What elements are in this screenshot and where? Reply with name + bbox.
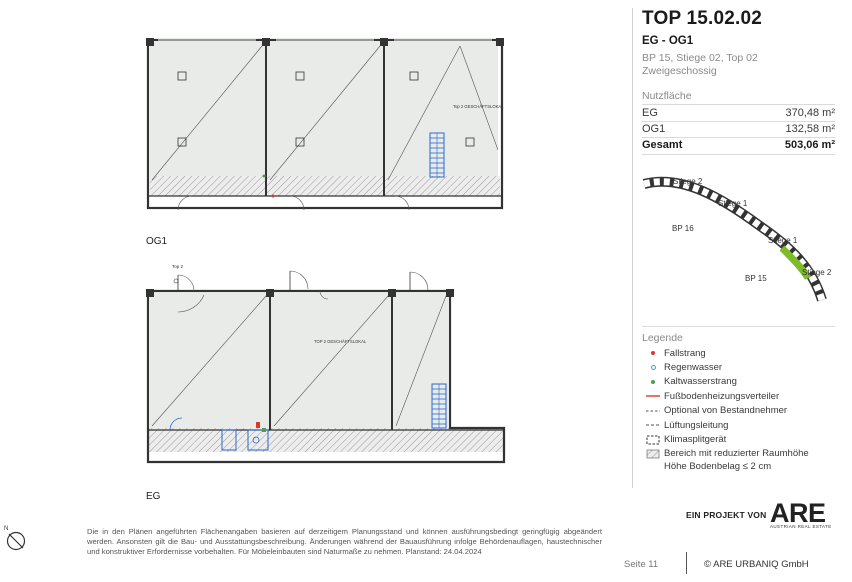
area-label: Gesamt (642, 139, 683, 151)
legend-item: Lüftungsleitung (642, 418, 842, 432)
blue-ring-icon (650, 365, 656, 371)
unit-description: BP 15, Stiege 02, Top 02 Zweigeschossig (642, 52, 758, 78)
unit-location: BP 15, Stiege 02, Top 02 (642, 52, 758, 64)
legend-divider (642, 326, 835, 327)
red-line-icon (646, 395, 660, 398)
legend-item: Fußbodenheizungsverteiler (642, 389, 842, 403)
legend-item: Bereich mit reduzierter Raumhöhe (642, 447, 842, 461)
vertical-divider (632, 8, 633, 488)
legend-label: Klimasplitgerät (664, 434, 727, 446)
legend-heading: Legende (642, 332, 683, 344)
keymap-label: Stiege 2 (673, 177, 703, 186)
area-value: 132,58 m² (785, 123, 835, 135)
branding-tagline: EIN PROJEKT VON (686, 510, 767, 520)
copyright-text: © ARE URBANIQ GmbH (704, 559, 809, 570)
og1-plan (146, 38, 504, 211)
area-label: EG (642, 107, 658, 119)
eg-plan: Top 2 (146, 264, 506, 464)
eg-sanitary-icon (169, 417, 269, 451)
are-logo-subtitle: AUSTRIAN REAL ESTATE (770, 524, 832, 529)
legend-item: Kaltwasserstrang (642, 375, 842, 389)
area-row-eg: EG 370,48 m² (642, 107, 835, 119)
legend-item: Regenwasser (642, 360, 842, 374)
og1-room-label: Top 2 GESCHÄFTSLOKAL (453, 104, 504, 109)
legend-list: Fallstrang Regenwasser Kaltwasserstrang … (642, 346, 842, 475)
site-key-map: Stiege 2 Stiege 1 BP 16 Stiege 1 BP 15 S… (642, 168, 842, 308)
key-map-graphic (642, 176, 827, 302)
og1-stair-icon (429, 132, 445, 178)
red-dot-icon (651, 351, 655, 356)
area-value: 370,48 m² (785, 107, 835, 119)
area-row-total: Gesamt 503,06 m² (642, 139, 835, 151)
legend-note: Höhe Bodenbelag ≤ 2 cm (664, 461, 772, 473)
keymap-label: Stiege 2 (802, 268, 832, 277)
footer-divider (686, 552, 687, 574)
area-divider (642, 137, 835, 138)
unit-title: TOP 15.02.02 (642, 8, 763, 29)
legend-label: Optional von Bestandnehmer (664, 405, 788, 417)
area-row-og1: OG1 132,58 m² (642, 123, 835, 135)
eg-stair-icon (431, 383, 447, 429)
hatch-icon (646, 449, 660, 459)
legend-label: Fußbodenheizungsverteiler (664, 390, 780, 402)
dashed-line-icon (646, 410, 660, 412)
info-panel: TOP 15.02.02 EG - OG1 BP 15, Stiege 02, … (642, 0, 842, 529)
keymap-label: BP 15 (745, 274, 767, 283)
area-label: OG1 (642, 123, 666, 135)
disclaimer-text: Die in den Plänen angeführten Flächenang… (87, 527, 602, 556)
legend-item: Fallstrang (642, 346, 842, 360)
area-divider (642, 154, 835, 155)
eg-room-label: TOP 2 GESCHÄFTSLOKAL (314, 339, 367, 344)
area-value: 503,06 m² (784, 139, 835, 151)
legend-label: Bereich mit reduzierter Raumhöhe (664, 448, 809, 460)
area-divider (642, 104, 835, 105)
page-number: Seite 11 (624, 559, 659, 570)
floor-plan-drawing: Top 2 (146, 38, 506, 464)
og1-floor-label: OG1 (146, 236, 168, 247)
are-branding: EIN PROJEKT VON ARE AUSTRIAN REAL ESTATE (642, 498, 842, 529)
dashed-box-icon (646, 435, 660, 445)
green-dot-icon (651, 379, 655, 384)
unit-type: Zweigeschossig (642, 65, 717, 77)
legend-label: Kaltwasserstrang (664, 376, 737, 388)
are-logo: ARE (770, 498, 826, 528)
legend-item: Optional von Bestandnehmer (642, 404, 842, 418)
compass-north-label: N (4, 526, 8, 532)
north-compass-icon: N (4, 523, 28, 553)
eg-floor-label: EG (146, 491, 161, 502)
legend-item: Klimasplitgerät (642, 432, 842, 446)
legend-label: Fallstrang (664, 347, 706, 359)
keymap-label: Stiege 1 (718, 199, 748, 208)
dashed-line-icon (646, 424, 660, 426)
floor-plans: Top 2 (146, 38, 506, 502)
area-heading: Nutzfläche (642, 90, 692, 102)
keymap-label: BP 16 (672, 224, 694, 233)
legend-label: Lüftungsleitung (664, 419, 729, 431)
unit-floors: EG - OG1 (642, 35, 694, 47)
area-divider (642, 121, 835, 122)
keymap-label: Stiege 1 (768, 236, 798, 245)
legend-label: Regenwasser (664, 362, 723, 374)
eg-marker-label: Top 2 (172, 264, 184, 269)
